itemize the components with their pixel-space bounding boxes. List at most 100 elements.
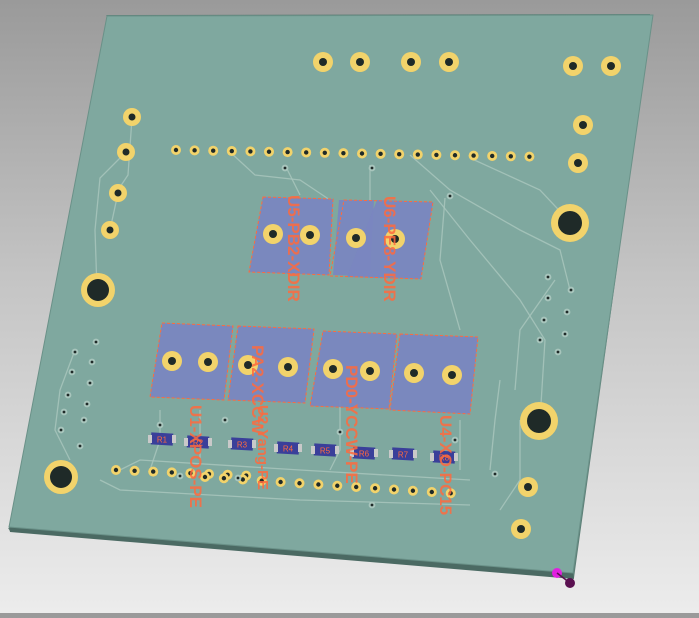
through-hole-pad[interactable] bbox=[360, 361, 380, 381]
header-pin[interactable] bbox=[171, 145, 181, 155]
resistor-r4[interactable]: R4 bbox=[274, 441, 302, 455]
through-hole-pad[interactable] bbox=[573, 115, 593, 135]
via bbox=[88, 358, 96, 366]
through-hole-pad[interactable] bbox=[401, 52, 421, 72]
header-pin[interactable] bbox=[282, 147, 293, 158]
header-pin[interactable] bbox=[357, 148, 367, 159]
through-hole-pad[interactable] bbox=[346, 228, 366, 248]
silk-pa2: PA2-XCCW bbox=[248, 345, 267, 435]
through-hole-pad[interactable] bbox=[385, 229, 405, 249]
through-hole-pad[interactable] bbox=[313, 52, 333, 72]
header-pin[interactable] bbox=[129, 465, 140, 476]
header-pin[interactable] bbox=[111, 465, 121, 475]
mounting-hole[interactable] bbox=[520, 402, 558, 440]
header-pin[interactable] bbox=[218, 473, 229, 484]
header-pin[interactable] bbox=[294, 478, 305, 489]
through-hole-pad[interactable] bbox=[238, 355, 258, 375]
through-hole-pad[interactable] bbox=[563, 56, 583, 76]
mounting-hole[interactable] bbox=[44, 460, 78, 494]
through-hole-pad[interactable] bbox=[323, 359, 343, 379]
header-pin[interactable] bbox=[445, 488, 456, 499]
header-pin[interactable] bbox=[256, 475, 267, 486]
header-pin[interactable] bbox=[185, 468, 196, 479]
header-pin[interactable] bbox=[275, 477, 286, 487]
via bbox=[544, 294, 552, 302]
header-pin[interactable] bbox=[200, 472, 210, 482]
pad-block-1[interactable] bbox=[150, 323, 233, 400]
header-pin[interactable] bbox=[313, 479, 324, 490]
header-pin[interactable] bbox=[412, 149, 423, 160]
vias bbox=[57, 164, 575, 509]
pad-block-2[interactable] bbox=[228, 326, 314, 403]
through-hole-pad[interactable] bbox=[109, 184, 127, 202]
through-hole-pad[interactable] bbox=[511, 519, 531, 539]
via bbox=[68, 368, 76, 376]
header-pin[interactable] bbox=[166, 467, 177, 478]
header-pin[interactable] bbox=[208, 145, 219, 156]
header-pin[interactable] bbox=[407, 485, 418, 496]
header-pin[interactable] bbox=[332, 480, 343, 491]
through-hole-pad[interactable] bbox=[568, 153, 588, 173]
header-pin[interactable] bbox=[505, 151, 516, 162]
through-hole-pad[interactable] bbox=[263, 224, 283, 244]
resistor-r7[interactable]: R7 bbox=[389, 447, 417, 461]
header-pin[interactable] bbox=[431, 149, 442, 160]
header-pin[interactable] bbox=[245, 146, 256, 157]
via bbox=[156, 421, 164, 429]
pad-block-u5[interactable] bbox=[249, 197, 333, 275]
via bbox=[561, 330, 569, 338]
resistor-r5[interactable]: R5 bbox=[311, 443, 339, 457]
through-hole-pad[interactable] bbox=[117, 143, 135, 161]
pad-block-3[interactable] bbox=[310, 331, 397, 409]
through-hole-pad[interactable] bbox=[123, 108, 141, 126]
header-pin[interactable] bbox=[468, 150, 479, 161]
origin-marker[interactable] bbox=[552, 568, 575, 588]
through-hole-pad[interactable] bbox=[278, 357, 298, 377]
header-pin[interactable] bbox=[524, 151, 535, 162]
pad-block-4[interactable] bbox=[390, 334, 478, 414]
through-hole-pad[interactable] bbox=[350, 52, 370, 72]
through-hole-pad[interactable] bbox=[518, 477, 538, 497]
through-hole-pad[interactable] bbox=[442, 365, 462, 385]
through-hole-pad[interactable] bbox=[300, 225, 320, 245]
header-pin[interactable] bbox=[189, 145, 200, 156]
through-hole-pad[interactable] bbox=[601, 56, 621, 76]
header-pin[interactable] bbox=[338, 148, 349, 159]
via bbox=[64, 391, 72, 399]
via bbox=[92, 338, 100, 346]
via bbox=[86, 379, 94, 387]
through-hole-pad[interactable] bbox=[404, 363, 424, 383]
header-pin[interactable] bbox=[389, 484, 399, 495]
via bbox=[57, 426, 65, 434]
through-hole-pad[interactable] bbox=[439, 52, 459, 72]
header-pin[interactable] bbox=[264, 146, 274, 157]
resistor-label: R7 bbox=[398, 451, 409, 460]
header-pin[interactable] bbox=[301, 147, 312, 158]
header-pin[interactable] bbox=[226, 146, 237, 157]
through-hole-pad[interactable] bbox=[101, 221, 119, 239]
header-pin[interactable] bbox=[487, 150, 498, 161]
resistor-r2[interactable]: R2 bbox=[184, 435, 212, 449]
header-pin[interactable] bbox=[319, 147, 330, 158]
through-hole-pad[interactable] bbox=[162, 351, 182, 371]
via bbox=[80, 416, 88, 424]
resistor-r6[interactable]: R6 bbox=[350, 446, 378, 460]
header-pin[interactable] bbox=[426, 487, 437, 497]
header-pin[interactable] bbox=[375, 148, 386, 159]
header-pin[interactable] bbox=[450, 150, 460, 161]
resistor-r3[interactable]: R3 bbox=[228, 437, 256, 451]
pad-blocks bbox=[150, 197, 478, 414]
resistor-r1[interactable]: R1 bbox=[148, 432, 176, 446]
header-pin[interactable] bbox=[370, 483, 381, 494]
through-hole-pad[interactable] bbox=[198, 352, 218, 372]
resistor-label: R3 bbox=[237, 441, 248, 450]
via bbox=[451, 436, 459, 444]
header-pin[interactable] bbox=[351, 482, 362, 492]
mounting-hole[interactable] bbox=[551, 204, 589, 242]
resistor-r8[interactable]: R8 bbox=[430, 450, 458, 464]
mounting-hole[interactable] bbox=[81, 273, 115, 307]
header-pin[interactable] bbox=[394, 149, 405, 160]
header-pin[interactable] bbox=[148, 466, 159, 477]
